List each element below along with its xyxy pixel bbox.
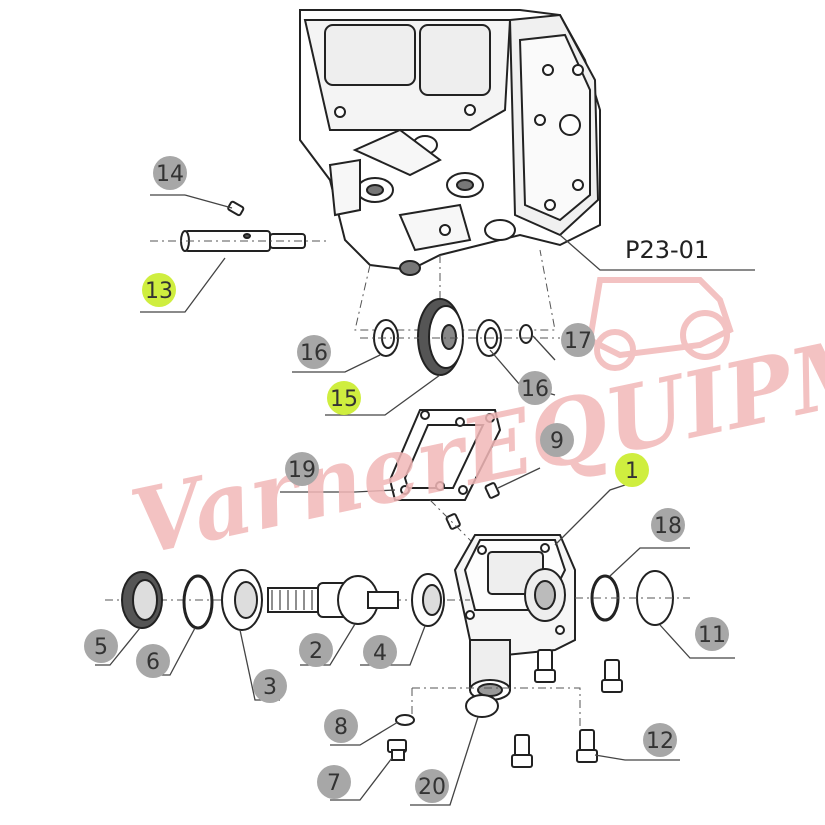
callout-number: 3 [263, 675, 277, 700]
callout-number: 19 [288, 458, 316, 483]
callout-circle [415, 769, 449, 803]
callout-circle [324, 709, 358, 743]
callout-number: 16 [300, 341, 328, 366]
transmission-housing [299, 9, 601, 276]
callout-circle [299, 633, 333, 667]
callout-circle [615, 453, 649, 487]
callout-number: 4 [373, 641, 387, 666]
callout-c15: 15 [327, 381, 361, 415]
callout-c2: 2 [299, 633, 333, 667]
callout-circle [695, 617, 729, 651]
washer-8 [395, 714, 415, 726]
callout-c9: 9 [540, 423, 574, 457]
watermark-text: VarnerEQUIPMENT [123, 266, 825, 577]
callout-number: 16 [521, 377, 549, 402]
pin-14 [227, 200, 245, 217]
callout-circle [363, 635, 397, 669]
watermark-logo: VarnerEQUIPMENT [123, 266, 825, 577]
callout-circle [540, 423, 574, 457]
callout-number: 8 [334, 715, 348, 740]
callout-c19: 19 [285, 452, 319, 486]
callout-c6: 6 [136, 644, 170, 678]
callout-c4: 4 [363, 635, 397, 669]
callout-c12: 12 [643, 723, 677, 757]
callout-circle [285, 452, 319, 486]
callout-circle [643, 723, 677, 757]
callout-number: 7 [327, 771, 341, 796]
callout-number: 1 [625, 459, 639, 484]
shaft-2 [267, 575, 399, 625]
snap-ring-6 [182, 574, 214, 630]
callout-number: 6 [146, 650, 160, 675]
pto-housing-1 [453, 534, 576, 701]
bearing-3 [221, 569, 263, 631]
callout-circle [518, 371, 552, 405]
callout-c11: 11 [695, 617, 729, 651]
callout-c16b: 16 [518, 371, 552, 405]
callout-number: 12 [646, 729, 674, 754]
callout-number: 17 [564, 329, 592, 354]
seal-5 [121, 571, 163, 629]
seal-17 [519, 324, 533, 344]
callout-number: 20 [418, 775, 446, 800]
callout-c13: 13 [142, 273, 176, 307]
callout-c8: 8 [324, 709, 358, 743]
reference-leader [559, 234, 755, 271]
callout-number: 14 [156, 162, 184, 187]
callout-circle [297, 335, 331, 369]
callout-number: 2 [309, 639, 323, 664]
cap-20 [465, 694, 499, 718]
callout-number: 11 [698, 623, 726, 648]
callout-c16a: 16 [297, 335, 331, 369]
callout-circle [84, 629, 118, 663]
callout-circle [561, 323, 595, 357]
plug-7 [387, 739, 407, 761]
callout-circle [327, 381, 361, 415]
callout-circle [317, 765, 351, 799]
callout-c5: 5 [84, 629, 118, 663]
bolts-12 [511, 649, 623, 768]
callout-number: 13 [145, 279, 173, 304]
gasket-19 [388, 409, 502, 501]
callout-number: 9 [550, 429, 564, 454]
callout-c14: 14 [153, 156, 187, 190]
callout-circle [651, 508, 685, 542]
callout-circle [142, 273, 176, 307]
callout-c20: 20 [415, 769, 449, 803]
callout-circle [136, 644, 170, 678]
callout-number: 18 [654, 514, 682, 539]
pin-9 [445, 482, 500, 530]
callout-circle [253, 669, 287, 703]
callout-number: 15 [330, 387, 358, 412]
callout-c3: 3 [253, 669, 287, 703]
callout-c18: 18 [651, 508, 685, 542]
callout-number: 5 [94, 635, 108, 660]
callout-c17: 17 [561, 323, 595, 357]
callout-c1: 1 [615, 453, 649, 487]
reference-code: P23-01 [625, 236, 709, 264]
callout-c7: 7 [317, 765, 351, 799]
gear-15 [417, 298, 464, 376]
bearing-4 [411, 573, 445, 627]
callout-circle [153, 156, 187, 190]
